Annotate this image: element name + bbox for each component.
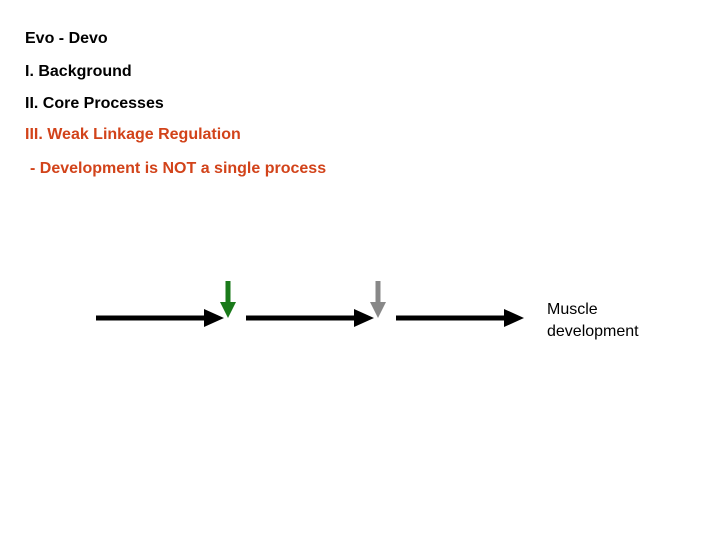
pathway-arrow-1 — [96, 309, 224, 327]
outline-item-weak-linkage: III. Weak Linkage Regulation — [25, 126, 241, 143]
pathway-arrow-2 — [246, 309, 374, 327]
regulator-arrow-gray — [370, 281, 386, 318]
subpoint-development: - Development is NOT a single process — [30, 160, 327, 177]
muscle-development-label: Muscle development — [547, 299, 639, 343]
endpoint-label-line-1: Muscle — [547, 301, 598, 318]
pathway-arrow-3 — [396, 309, 524, 327]
outline-item-background: I. Background — [25, 63, 132, 80]
endpoint-label-line-2: development — [547, 323, 639, 340]
regulator-arrow-green — [220, 281, 236, 318]
outline-item-core-processes: II. Core Processes — [25, 95, 164, 112]
slide-title: Evo - Devo — [25, 30, 108, 47]
